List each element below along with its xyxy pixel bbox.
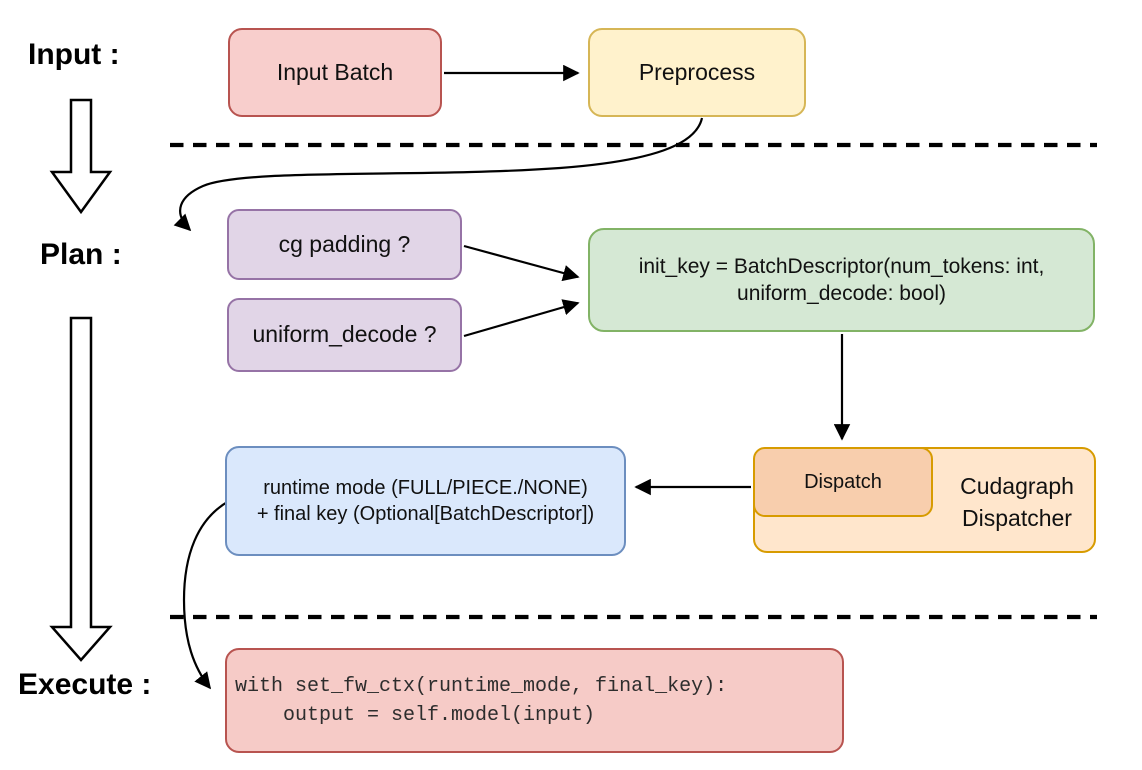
node-runtime-mode-line2: + final key (Optional[BatchDescriptor]) xyxy=(256,503,595,525)
node-input-batch-label: Input Batch xyxy=(276,58,394,85)
node-cg-padding-label: cg padding ? xyxy=(278,230,411,257)
node-cudagraph-dispatcher-caption: Cudagraph Dispatcher xyxy=(937,449,1097,555)
cudagraph-caption-line1: Cudagraph xyxy=(960,472,1074,499)
execute-code-line1: with set_fw_ctx(runtime_mode, final_key)… xyxy=(235,674,728,698)
connector-cg-padding-to-init-key xyxy=(463,244,580,282)
node-init-key: init_key = BatchDescriptor(num_tokens: i… xyxy=(588,228,1095,332)
node-input-batch: Input Batch xyxy=(228,28,442,117)
cudagraph-caption-line2: Dispatcher xyxy=(962,505,1072,531)
node-runtime-mode-line1: runtime mode (FULL/PIECE./NONE) xyxy=(263,477,588,499)
node-dispatch: Dispatch xyxy=(753,447,933,517)
execute-code-line2: output = self.model(input) xyxy=(235,703,596,727)
node-init-key-line1: init_key = BatchDescriptor(num_tokens: i… xyxy=(638,254,1045,278)
node-runtime-mode: runtime mode (FULL/PIECE./NONE) + final … xyxy=(225,446,626,556)
node-uniform-decode: uniform_decode ? xyxy=(227,298,462,372)
connector-runtime-mode-to-execute-code xyxy=(182,500,230,690)
node-uniform-decode-label: uniform_decode ? xyxy=(252,321,437,348)
stage-label-input: Input : xyxy=(28,38,120,71)
connector-uniform-decode-to-init-key xyxy=(463,299,580,338)
node-execute-code: with set_fw_ctx(runtime_mode, final_key)… xyxy=(225,648,844,753)
node-preprocess: Preprocess xyxy=(588,28,806,117)
connector-preprocess-to-cg-padding xyxy=(173,117,704,232)
node-init-key-line2: uniform_decode: bool) xyxy=(737,282,946,305)
stage-label-execute: Execute : xyxy=(18,668,152,701)
stage-label-plan: Plan : xyxy=(40,238,122,271)
node-dispatch-label: Dispatch xyxy=(804,471,882,493)
stage-arrow-plan-to-execute-icon xyxy=(49,316,113,662)
stage-arrow-input-to-plan-icon xyxy=(49,98,113,215)
node-cg-padding: cg padding ? xyxy=(227,209,462,280)
node-preprocess-label: Preprocess xyxy=(638,58,756,85)
